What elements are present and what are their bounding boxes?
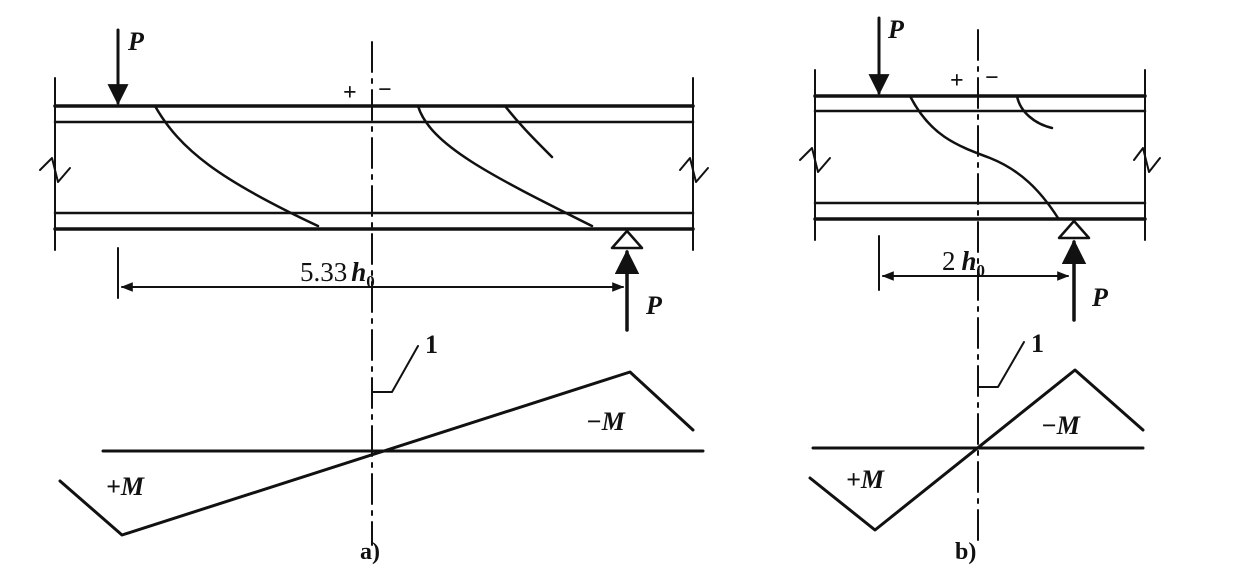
moment-negative-label-b: −M: [1041, 411, 1081, 440]
support-a: P: [610, 229, 663, 332]
span-a-symbol: h: [351, 257, 366, 287]
panel-a-beam: [39, 77, 709, 251]
load-arrow-top-b: P: [868, 15, 905, 96]
load-label-top-b: P: [887, 15, 905, 44]
moment-positive-label-b: +M: [846, 465, 885, 494]
span-b-symbol: h: [962, 246, 977, 276]
load-label-top-a: P: [127, 27, 145, 56]
leader-a: [371, 345, 419, 393]
leader-label-b: 1: [1031, 329, 1044, 358]
caption-b: b): [955, 539, 976, 565]
support-b-triangle: [1057, 219, 1091, 240]
reaction-label-a: P: [645, 291, 663, 320]
moment-a-curve: [58, 370, 695, 537]
crack-b-2: [1015, 94, 1054, 130]
beam-b-break-left: [799, 147, 831, 173]
sign-plus-b: +: [950, 68, 964, 94]
shear-signs-a: + −: [343, 77, 392, 106]
beam-a-break-left: [39, 157, 71, 183]
sign-plus-a: +: [343, 80, 357, 106]
caption-a: a): [360, 539, 380, 565]
moment-b-curve: [808, 368, 1145, 532]
panel-a-cracks: [153, 104, 594, 228]
reaction-label-b: P: [1091, 283, 1109, 312]
leader-b: [977, 341, 1025, 388]
crack-a-1: [153, 104, 320, 228]
moment-negative-label-a: −M: [586, 407, 626, 436]
beam-b-break-right: [1133, 147, 1161, 173]
crack-a-2: [416, 104, 594, 228]
span-a-subscript: 0: [366, 272, 375, 291]
crack-a-3: [503, 104, 554, 159]
sign-minus-a: −: [378, 77, 392, 103]
moment-diagram-a: 1 +M −M: [58, 330, 705, 537]
shear-signs-b: + −: [950, 65, 999, 94]
moment-positive-label-a: +M: [106, 472, 145, 501]
moment-diagram-b: 1 +M −M: [808, 329, 1145, 532]
crack-b-1: [908, 94, 1060, 220]
span-b-number: 2: [942, 246, 956, 276]
leader-label-a: 1: [425, 330, 438, 359]
support-a-triangle: [610, 229, 644, 250]
sign-minus-b: −: [985, 65, 999, 91]
panel-b-cracks: [908, 94, 1060, 220]
beam-a-break-right: [679, 157, 709, 183]
span-b-subscript: 0: [977, 261, 986, 280]
support-b: P: [1057, 219, 1109, 322]
load-arrow-top-a: P: [107, 27, 145, 106]
span-a-number: 5.33: [300, 257, 347, 287]
panel-b-beam: [799, 69, 1161, 241]
